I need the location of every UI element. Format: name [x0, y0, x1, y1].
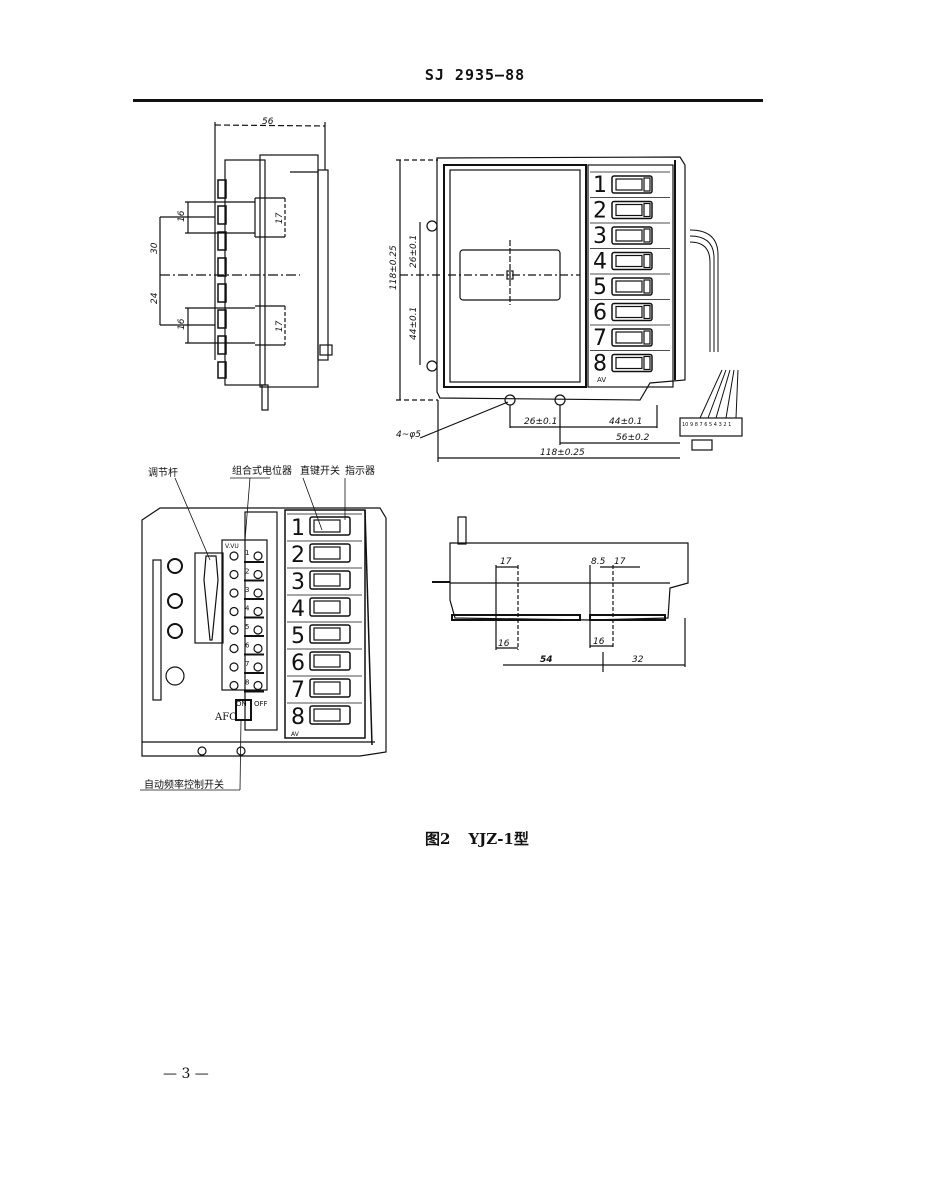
key-switch: 1	[287, 513, 362, 541]
key-switch: 7	[590, 324, 670, 351]
av-label: AV	[597, 376, 606, 384]
pot-number: 1	[245, 549, 249, 557]
key-switch: 4	[287, 594, 362, 622]
dim-label: 17	[614, 557, 626, 567]
key-number: 5	[291, 624, 305, 649]
key-switch: 4	[590, 248, 670, 275]
pot-number: 6	[245, 642, 250, 650]
pot-header: V.VU	[225, 543, 239, 550]
key-switch: 5	[590, 273, 670, 300]
potentiometer: 8	[229, 679, 264, 693]
callout-label: 指示器	[345, 464, 375, 477]
key-number: 7	[593, 326, 607, 351]
side-view: 17 8.5 17 16 16 54 32	[432, 516, 689, 672]
key-switch: 2	[590, 197, 670, 224]
potentiometer: 3	[229, 586, 264, 600]
potentiometer: 2	[229, 568, 264, 582]
callout-label: 调节杆	[148, 467, 178, 479]
pot-number: 5	[245, 623, 249, 631]
dim-label: 44±0.1	[609, 417, 642, 427]
key-switch: 6	[287, 648, 362, 676]
key-switch: 7	[287, 675, 362, 703]
key-number: 5	[593, 275, 607, 300]
key-number: 2	[593, 199, 607, 224]
key-number: 4	[291, 597, 305, 622]
key-number: 3	[291, 570, 305, 595]
dim-label: 24	[150, 292, 160, 304]
dim-label: 16	[498, 639, 510, 649]
key-switch: 1	[590, 171, 670, 198]
potentiometer: 1	[229, 549, 264, 563]
av-label: AV	[291, 731, 300, 738]
header-rule	[133, 99, 763, 102]
pot-number: 8	[245, 679, 249, 687]
key-number: 8	[593, 352, 607, 377]
dim-label: 54	[540, 655, 553, 665]
callout-label: 直键开关	[300, 464, 340, 477]
dim-label: 118±0.25	[540, 448, 585, 458]
dim-label: 17	[500, 557, 512, 567]
dim-label: 16	[593, 637, 605, 647]
dim-label: 26±0.1	[409, 235, 419, 268]
dim-label: 26±0.1	[524, 417, 557, 427]
key-number: 6	[593, 301, 607, 326]
key-number: 1	[593, 173, 607, 198]
key-switch: 5	[287, 621, 362, 649]
pot-number: 7	[245, 660, 249, 668]
key-number: 4	[593, 250, 607, 275]
key-switch: 8	[287, 702, 362, 730]
pot-number: 4	[245, 605, 250, 613]
dim-label: 118±0.25	[389, 245, 399, 290]
page-number: — 3 —	[163, 1066, 209, 1082]
standard-number: SJ 2935—88	[424, 66, 526, 84]
dim-label: 32	[632, 655, 644, 665]
key-number: 2	[291, 543, 305, 568]
on-label: ON	[236, 700, 247, 708]
key-switch: 6	[590, 299, 670, 326]
key-number: 1	[291, 516, 305, 541]
dim-label: 4~φ5	[396, 430, 421, 440]
dim-label: 30	[150, 242, 160, 254]
key-number: 7	[291, 678, 305, 703]
afc-label: AFC	[214, 712, 237, 723]
off-label: OFF	[254, 700, 268, 708]
figure-number: 图2	[425, 830, 451, 848]
dim-label: 56	[262, 117, 274, 127]
callout-label: 组合式电位器	[232, 464, 292, 477]
key-switch: 8	[590, 350, 670, 377]
pot-number: 2	[245, 568, 249, 576]
callout-label: 自动频率控制开关	[144, 778, 224, 791]
key-number: 3	[593, 224, 607, 249]
top-view: 56 16 17 30 24 16 17	[150, 117, 333, 411]
connector-pins: 10 9 8 7 6 5 4 3 2 1	[682, 422, 731, 428]
potentiometer: 7	[229, 660, 264, 674]
potentiometer: 5	[229, 623, 264, 637]
key-switch: 3	[590, 222, 670, 249]
key-switch: 2	[287, 540, 362, 568]
potentiometer: 4	[229, 605, 264, 619]
key-number: 6	[291, 651, 305, 676]
dim-label: 17	[275, 212, 285, 224]
pot-number: 3	[245, 586, 249, 594]
key-number: 8	[291, 705, 305, 730]
key-switch: 3	[287, 567, 362, 595]
dim-label: 56±0.2	[616, 433, 650, 443]
dim-label: 44±0.1	[409, 307, 419, 340]
dim-label: 17	[275, 320, 285, 332]
dim-label: 16	[177, 318, 187, 330]
dim-label: 16	[177, 210, 187, 222]
figure-title: YJZ-1型	[468, 830, 529, 848]
potentiometer: 6	[229, 642, 264, 656]
figure-caption: 图2 YJZ-1型	[425, 828, 547, 849]
dim-label: 8.5	[591, 557, 606, 567]
